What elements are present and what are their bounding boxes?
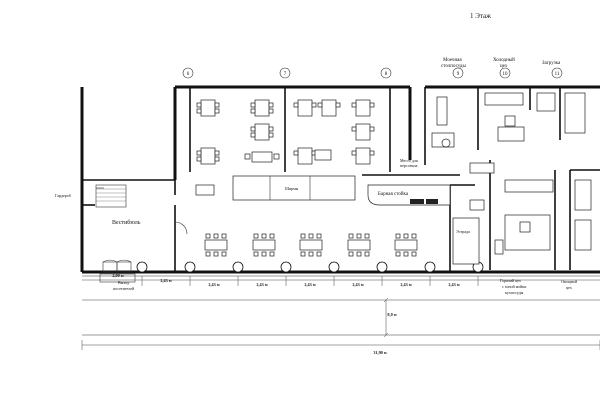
terrace [82,297,600,338]
stage-box [452,217,480,265]
label-cold-2: цех [500,64,508,69]
table-small [195,184,215,196]
columns [136,261,484,273]
dim-span-1: 2,43 м [160,278,171,283]
label-stage: Эстрада [456,229,470,234]
label-vestibule: Вестибюль [112,219,141,226]
entrance-doors [99,259,136,283]
walls [80,85,600,277]
label-dishwash-1: Моечная [443,58,462,63]
dining-tables-room-1 [196,99,280,165]
dimension-chain [82,276,600,286]
axis-label-11: 11 [555,72,560,77]
dining-tables-room-2 [293,99,375,165]
axis-label-7: 7 [284,72,287,77]
axis-label-8: 8 [385,72,388,77]
total-dimension [81,340,600,350]
axis-marker-8 [380,67,392,79]
dim-depth: 8,0 м [387,312,396,317]
label-cold-1: Холодный [493,58,515,63]
dining-tables-front-row [204,233,418,257]
axis-label-6: 6 [187,72,190,77]
door-swing [174,221,188,235]
label-wardrobe: Гардероб [55,193,71,198]
plan-title: 1 Этаж [470,12,491,20]
label-hot-2: с зоной мойки [502,284,527,289]
label-screens: Ширмы [285,186,299,191]
label-hot-3: кухпосуды [505,290,524,295]
axis-label-9: 9 [457,72,460,77]
dim-span-5: 2,43 м [352,282,363,287]
label-bar: Барная стойка [378,192,409,197]
axis-marker-7 [279,67,291,79]
axis-marker-6 [182,67,194,79]
label-exit-1: Выход [118,280,129,285]
axis-marker-10 [499,67,511,79]
dim-span-6: 2,43 м [400,282,411,287]
dim-span-3: 2,43 м [256,282,267,287]
axis-label-10: 10 [503,72,509,77]
label-staff-2: персонала [400,163,418,168]
label-loading: Загрузка [542,61,561,66]
label-staff-1: Место для [400,158,418,163]
dim-span-7: 2,43 м [448,282,459,287]
kitchen-equipment [431,92,592,255]
staircase [95,184,127,208]
dim-span-2: 2,43 м [208,282,219,287]
axis-marker-9 [452,67,464,79]
label-dishwash-2: столпосуды [441,64,466,69]
dim-total: 31,90 м [373,350,386,355]
label-hot-1: Горячий цех [500,278,521,283]
axis-marker-11 [551,67,563,79]
label-veg-2: цех [566,285,572,290]
dim-span-4: 2,43 м [304,282,315,287]
label-veg-1: Овощной [561,279,578,284]
label-exit-2: посетителей [113,286,135,291]
bar-counter [367,184,451,206]
dim-door: 2,00 м [112,273,123,278]
axis-markers: 6 7 8 9 10 11 [182,67,563,79]
screens-partition [232,175,356,201]
